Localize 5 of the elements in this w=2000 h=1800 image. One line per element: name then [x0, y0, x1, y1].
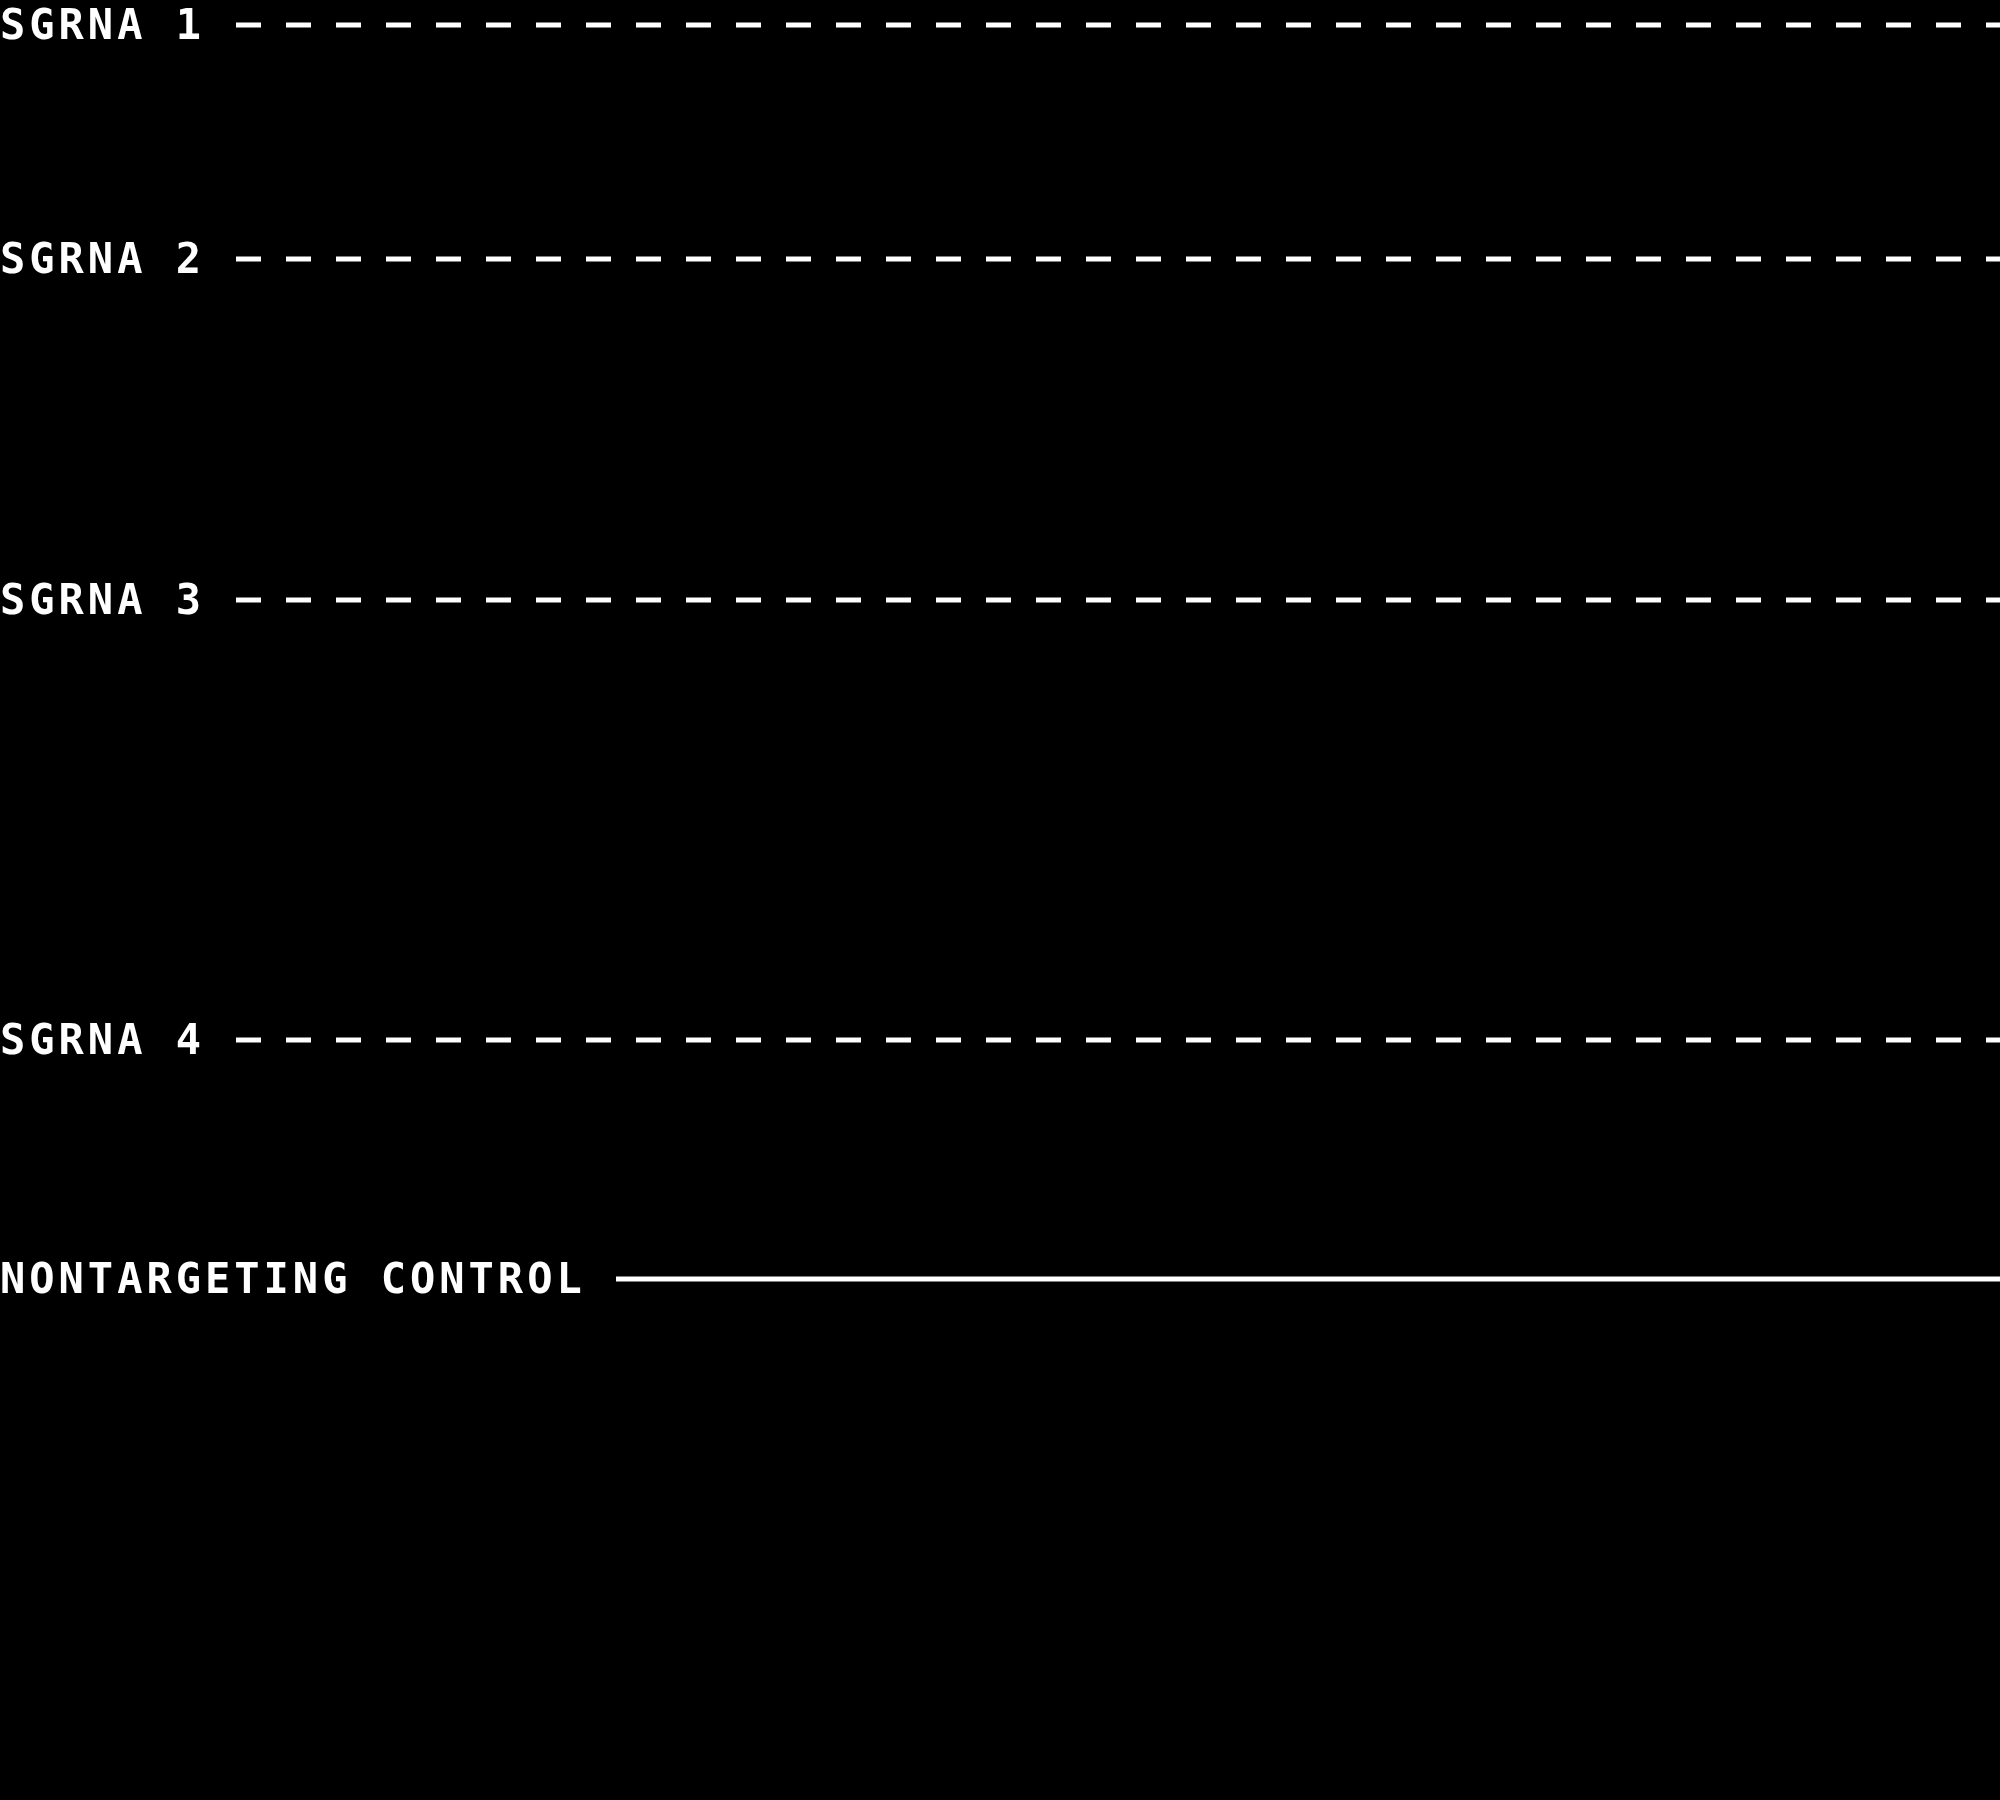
legend-label: SGRNA 4: [0, 1015, 205, 1065]
legend-label: SGRNA 2: [0, 234, 205, 284]
legend-label: NONTARGETING CONTROL: [0, 1254, 586, 1304]
legend-label: SGRNA 1: [0, 0, 205, 50]
legend-label: SGRNA 3: [0, 575, 205, 625]
